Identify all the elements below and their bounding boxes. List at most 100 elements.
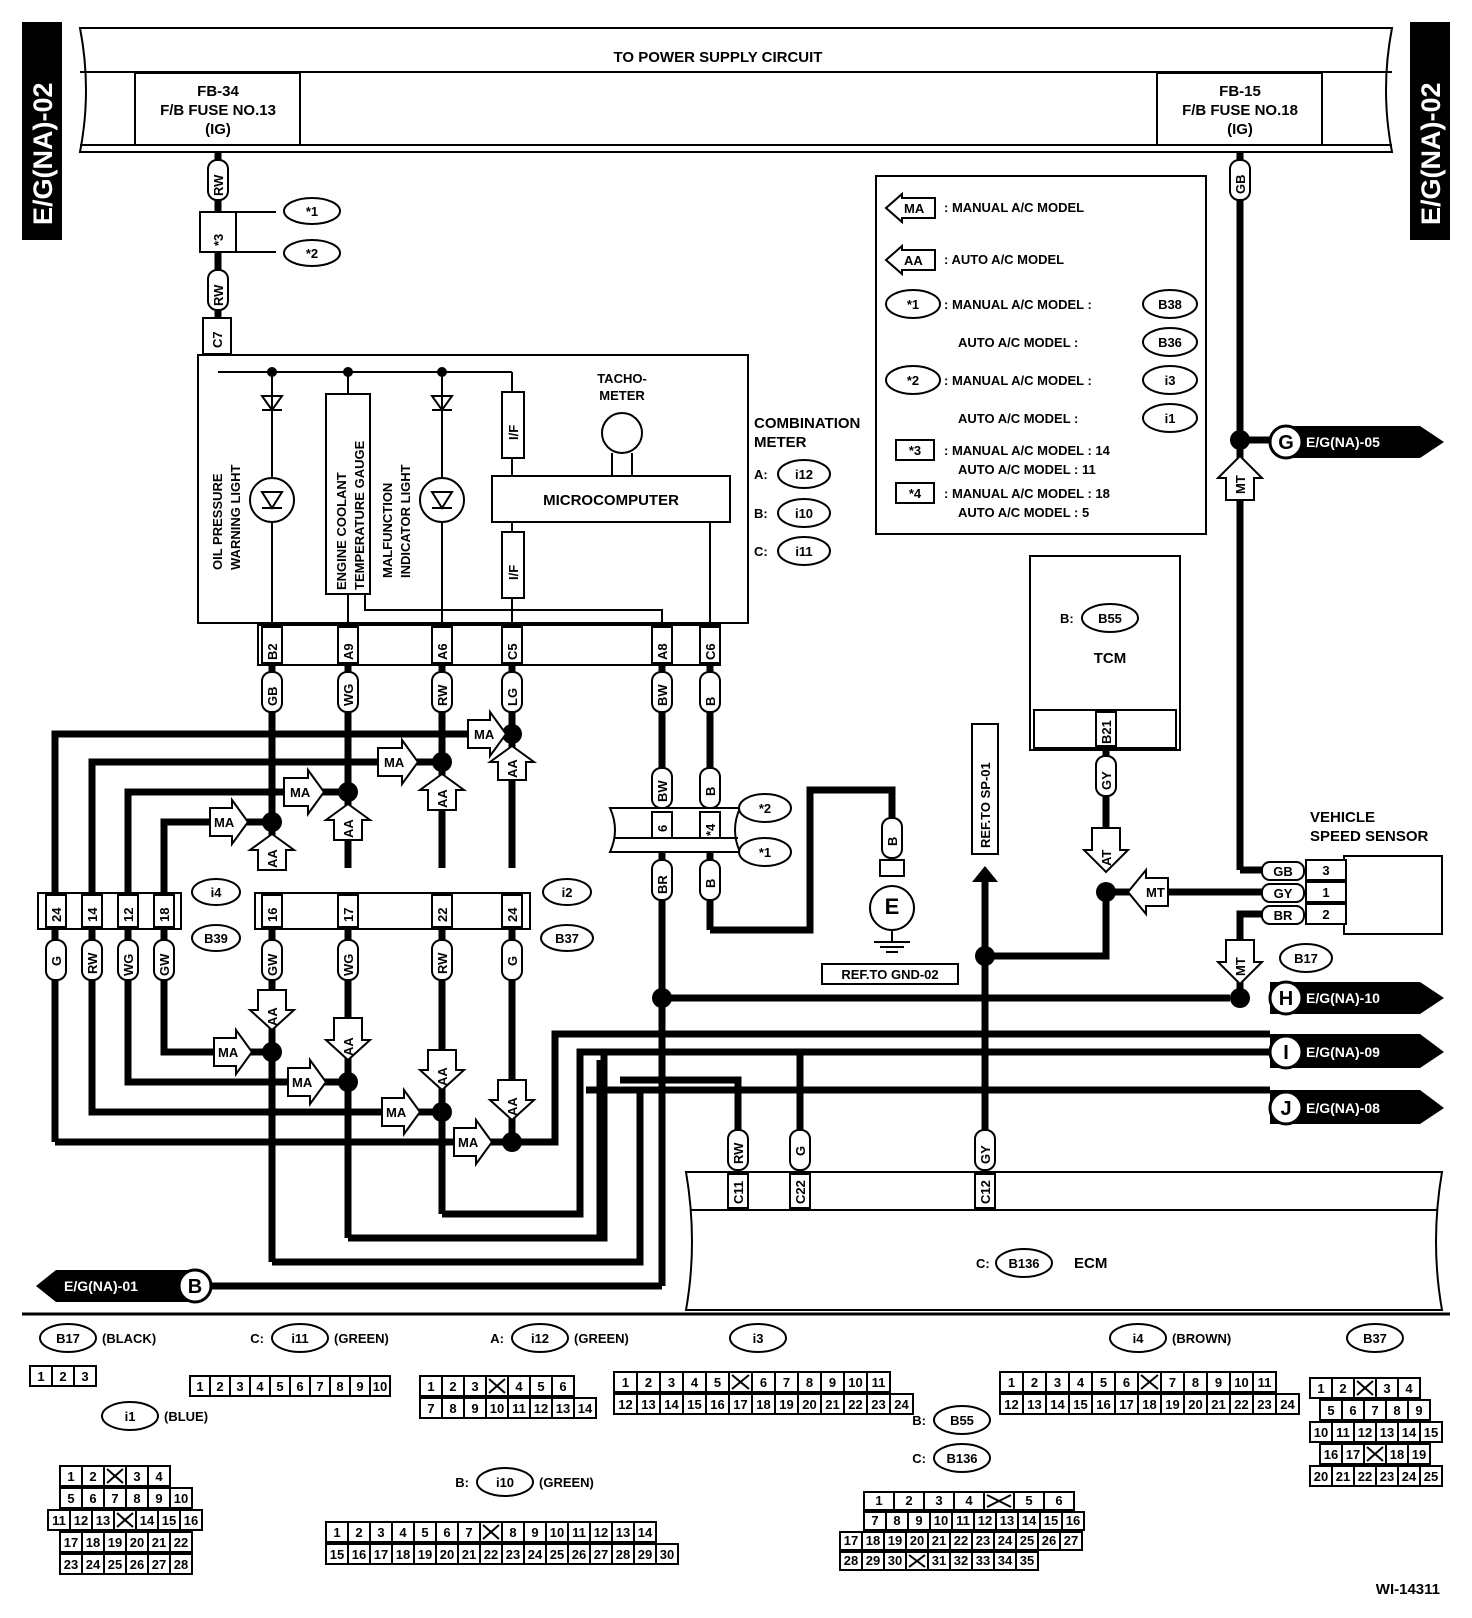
- pin-cell: 11: [956, 1513, 970, 1528]
- svg-text:: MANUAL A/C MODEL : 14: : MANUAL A/C MODEL : 14: [944, 443, 1111, 458]
- connector-prefix: C:: [250, 1331, 264, 1346]
- svg-text:B39: B39: [204, 931, 228, 946]
- pin-row-i4-1: [999, 1371, 1277, 1393]
- pin-cell: 19: [108, 1535, 122, 1550]
- pin-cell: 3: [377, 1525, 384, 1540]
- tag-b[interactable]: B E/G(NA)-01: [36, 1268, 213, 1304]
- svg-text:MA: MA: [458, 1135, 479, 1150]
- connector-color: (GREEN): [574, 1331, 629, 1346]
- connector-label-b55: B:B55: [912, 1405, 991, 1435]
- tag-i[interactable]: I E/G(NA)-09: [1268, 1034, 1444, 1070]
- svg-text:14: 14: [85, 907, 100, 922]
- aa-arrow-down-3: AA: [417, 1049, 467, 1092]
- svg-text:GW: GW: [265, 953, 280, 976]
- svg-text:*3: *3: [909, 443, 921, 458]
- connector-name: i10: [496, 1475, 514, 1490]
- pin-cell: 3: [1054, 1375, 1061, 1390]
- s1-ellipse: *1: [283, 197, 341, 225]
- pin-cell: 22: [174, 1535, 188, 1550]
- svg-text:TACHO-: TACHO-: [597, 371, 647, 386]
- svg-text:B36: B36: [1158, 335, 1182, 350]
- pin-cell: 8: [509, 1525, 516, 1540]
- svg-text:i1: i1: [1165, 411, 1176, 426]
- pin-cell: 30: [888, 1553, 902, 1568]
- pin-cell: 26: [1042, 1533, 1056, 1548]
- combination-meter-label: COMBINATION: [754, 415, 860, 432]
- microcomputer-label: MICROCOMPUTER: [543, 492, 679, 509]
- svg-text:B55: B55: [1098, 611, 1122, 626]
- svg-text:: MANUAL A/C MODEL :: : MANUAL A/C MODEL :: [944, 373, 1092, 388]
- pin-cell: 5: [276, 1379, 283, 1394]
- pin-cell: 9: [915, 1513, 922, 1528]
- pin-cell: 8: [449, 1401, 456, 1416]
- pin-cell: 7: [465, 1525, 472, 1540]
- ref-sp-box: REF.TO SP-01: [971, 723, 999, 855]
- wire-label-lg: LG: [501, 671, 523, 713]
- pin-cell: 22: [954, 1533, 968, 1548]
- svg-text:MA: MA: [904, 201, 925, 216]
- aa-arrow-up-2: AA: [416, 772, 468, 811]
- pin-cell: 11: [52, 1513, 66, 1528]
- connector-color: (BLACK): [102, 1331, 156, 1346]
- pin-cell: 2: [59, 1369, 66, 1384]
- connector-label-b17: B17(BLACK): [39, 1323, 156, 1353]
- pin-cell: 34: [998, 1553, 1013, 1568]
- aa-arrow-up-1: AA: [486, 744, 538, 781]
- connector-name: i3: [753, 1331, 764, 1346]
- svg-text:AA: AA: [435, 1067, 450, 1086]
- pin-cell: 18: [396, 1547, 410, 1562]
- tag-j[interactable]: J E/G(NA)-08: [1268, 1090, 1444, 1126]
- pin-row-i11: [189, 1375, 391, 1397]
- pin-cell: 26: [130, 1557, 144, 1572]
- wire-label-wg: WG: [337, 671, 359, 713]
- svg-text:LG: LG: [505, 688, 520, 706]
- svg-text:GW: GW: [157, 953, 172, 976]
- connector-label-i4: i4(BROWN): [1109, 1323, 1231, 1353]
- svg-text:12: 12: [121, 908, 136, 922]
- svg-text:AA: AA: [904, 253, 923, 268]
- pin-cell: 9: [1415, 1403, 1422, 1418]
- svg-text:18: 18: [157, 908, 172, 922]
- pin-cell: 6: [89, 1491, 96, 1506]
- pin-cell: 18: [756, 1397, 770, 1412]
- svg-text:AA: AA: [341, 1037, 356, 1056]
- pin-cell: 1: [427, 1379, 434, 1394]
- pin-row-i12-2: [419, 1397, 597, 1419]
- pin-cell: 23: [871, 1397, 885, 1412]
- pin-cell: 2: [645, 1375, 652, 1390]
- tag-h[interactable]: H E/G(NA)-10: [1268, 980, 1444, 1016]
- pin-cell: 25: [1424, 1469, 1438, 1484]
- svg-text:METER: METER: [754, 434, 807, 451]
- svg-text:*2: *2: [759, 801, 771, 816]
- svg-text:2: 2: [1322, 907, 1329, 922]
- svg-text:B: B: [703, 879, 718, 888]
- pin-cell: 19: [418, 1547, 432, 1562]
- pin-cell: 6: [1349, 1403, 1356, 1418]
- wire-label-rw-meter: RW: [431, 671, 453, 713]
- svg-text:*4: *4: [703, 823, 718, 836]
- svg-text:E/G(NA)-10: E/G(NA)-10: [1306, 990, 1380, 1006]
- svg-text:24: 24: [49, 907, 64, 922]
- connector-name: i12: [531, 1331, 549, 1346]
- wire-label-gb: GB: [261, 671, 283, 713]
- pin-cell: 4: [515, 1379, 523, 1394]
- svg-text:6: 6: [655, 825, 670, 832]
- svg-text:WARNING LIGHT: WARNING LIGHT: [228, 465, 243, 570]
- aa-arrow-down-2: AA: [323, 1017, 373, 1062]
- connector-color: (GREEN): [539, 1475, 594, 1490]
- left-side-tab: E/G(NA)-02: [22, 22, 62, 240]
- svg-text:E/G(NA)-08: E/G(NA)-08: [1306, 1100, 1380, 1116]
- svg-text:i11: i11: [795, 544, 812, 559]
- ma-arrow-7: MA: [381, 1086, 422, 1138]
- svg-text:B: B: [885, 837, 900, 846]
- pin-cell: 24: [1280, 1397, 1295, 1412]
- tag-g[interactable]: G E/G(NA)-05: [1268, 424, 1444, 460]
- wire-label-g-ecm: G: [789, 1129, 811, 1171]
- pin-cell: 2: [1031, 1375, 1038, 1390]
- pin-cell: 7: [316, 1379, 323, 1394]
- pin-cell: 17: [844, 1533, 858, 1548]
- svg-text:GY: GY: [978, 1145, 993, 1164]
- pin-cell: 6: [1055, 1493, 1062, 1508]
- svg-text:*1: *1: [907, 297, 919, 312]
- pin-cell: 16: [1324, 1447, 1338, 1462]
